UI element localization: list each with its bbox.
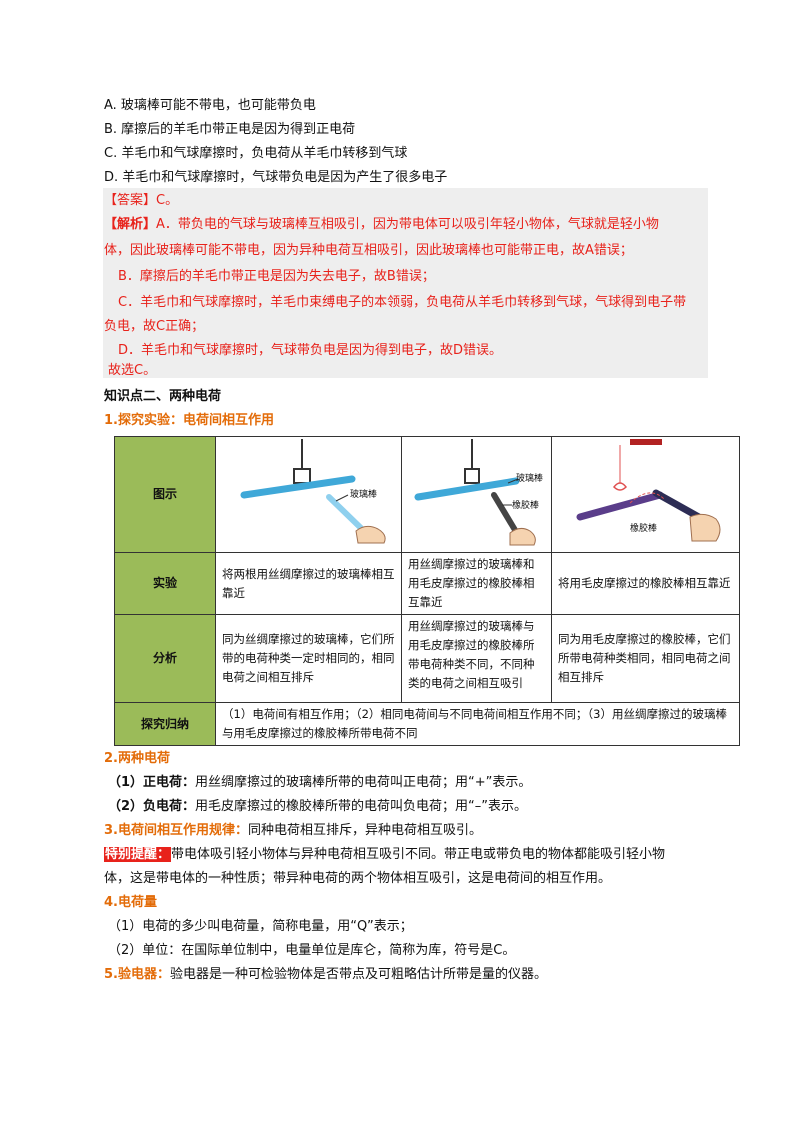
label-glass-rod-2: 玻璃棒 [516,472,543,484]
interaction-law: 3.电荷间相互作用规律：同种电荷相互排斥，异种电荷相互吸引。 [104,823,482,838]
tip-line-1: 特别提醒：带电体吸引轻小物体与异种电荷相互吸引不同。带正电或带负电的物体都能吸引… [104,847,666,862]
summary-cell: （1）电荷间有相互作用；（2）相同电荷间与不同电荷间相互作用不同；（3）用丝绸摩… [215,702,740,746]
option-a: A. 玻璃棒可能不带电，也可能带负电 [104,98,316,113]
analysis-cell-3: 同为用毛皮摩擦过的橡胶棒，它们所带电荷种类相同，相同电荷之间相互排斥 [551,614,740,703]
analysis-tag: 【解析】 [104,217,157,232]
charge-line-1: （1）电荷的多少叫电荷量，简称电量，用“Q”表示； [108,919,413,934]
row-head-summary: 探究归纳 [114,702,216,746]
option-d: D. 羊毛巾和气球摩擦时，气球带负电是因为产生了很多电子 [104,170,448,185]
section-title: 知识点二、两种电荷 [104,389,222,404]
diagram-glass-glass: 玻璃棒 [215,436,402,553]
answer-value: C。 [156,193,179,208]
answer-line: 【答案】C。 [104,192,178,210]
charge-line-2: （2）单位：在国际单位制中，电量单位是库仑，简称为库，符号是C。 [108,943,516,958]
label-rubber-rod-2: 橡胶棒 [630,522,657,534]
experiment-cell-1: 将两根用丝绸摩擦过的玻璃棒相互靠近 [215,552,402,615]
analysis-line-2: 体，因此玻璃棒可能不带电，因为异种电荷互相吸引，因此玻璃棒也可能带正电，故A错误… [104,243,633,258]
analysis-line-7: 故选C。 [108,363,157,378]
tip-line-2: 体，这是带电体的一种性质；带异种电荷的两个物体相互吸引，这是电荷间的相互作用。 [104,871,612,886]
diagram-rubber-rubber: 橡胶棒 [551,436,740,553]
experiment-cell-3: 将用毛皮摩擦过的橡胶棒相互靠近 [551,552,740,615]
answer-tag: 【答案】 [104,193,157,208]
experiment-table: 图示 玻璃棒 玻璃棒 橡胶棒 [114,436,740,746]
label-rubber-rod: 橡胶棒 [512,499,539,511]
option-c: C. 羊毛巾和气球摩擦时，负电荷从羊毛巾转移到气球 [104,146,408,161]
row-head-diagram: 图示 [114,436,216,553]
subsection-2-title: 2.两种电荷 [104,751,170,766]
experiment-cell-2: 用丝绸摩擦过的玻璃棒和用毛皮摩擦过的橡胶棒相互靠近 [401,552,552,615]
analysis-line-3: B．摩擦后的羊毛巾带正电是因为失去电子，故B错误； [118,269,435,284]
row-head-experiment: 实验 [114,552,216,615]
analysis-line-6: D．羊毛巾和气球摩擦时，气球带负电是因为得到电子，故D错误。 [118,343,503,358]
analysis-line-1: 【解析】A．带负电的气球与玻璃棒互相吸引，因为带电体可以吸引年轻小物体，气球就是… [104,217,659,232]
tip-label: 特别提醒： [104,847,172,862]
subsection-1-title: 1.探究实验：电荷间相互作用 [104,413,274,428]
row-head-analysis: 分析 [114,614,216,703]
analysis-line-5: 负电，故C正确； [104,319,205,334]
answer-box [103,188,708,378]
analysis-cell-1: 同为丝绸摩擦过的玻璃棒，它们所带的电荷种类一定时相同的，相同电荷之间相互排斥 [215,614,402,703]
electroscope: 5.验电器：验电器是一种可检验物体是否带点及可粗略估计所带是量的仪器。 [104,967,547,982]
positive-charge: （1）正电荷：用丝绸摩擦过的玻璃棒所带的电荷叫正电荷；用“+”表示。 [108,775,532,790]
diagram-glass-rubber: 玻璃棒 橡胶棒 [401,436,552,553]
analysis-line-4: C．羊毛巾和气球摩擦时，羊毛巾束缚电子的本领弱，负电荷从羊毛巾转移到气球，气球得… [118,295,687,310]
option-b: B. 摩擦后的羊毛巾带正电是因为得到正电荷 [104,122,356,137]
analysis-cell-2: 用丝绸摩擦过的玻璃棒与用毛皮摩擦过的橡胶棒所带电荷种类不同，不同种类的电荷之间相… [401,614,552,703]
label-glass-rod: 玻璃棒 [350,488,377,500]
negative-charge: （2）负电荷：用毛皮摩擦过的橡胶棒所带的电荷叫负电荷；用“–”表示。 [108,799,528,814]
subsection-4-title: 4.电荷量 [104,895,157,910]
